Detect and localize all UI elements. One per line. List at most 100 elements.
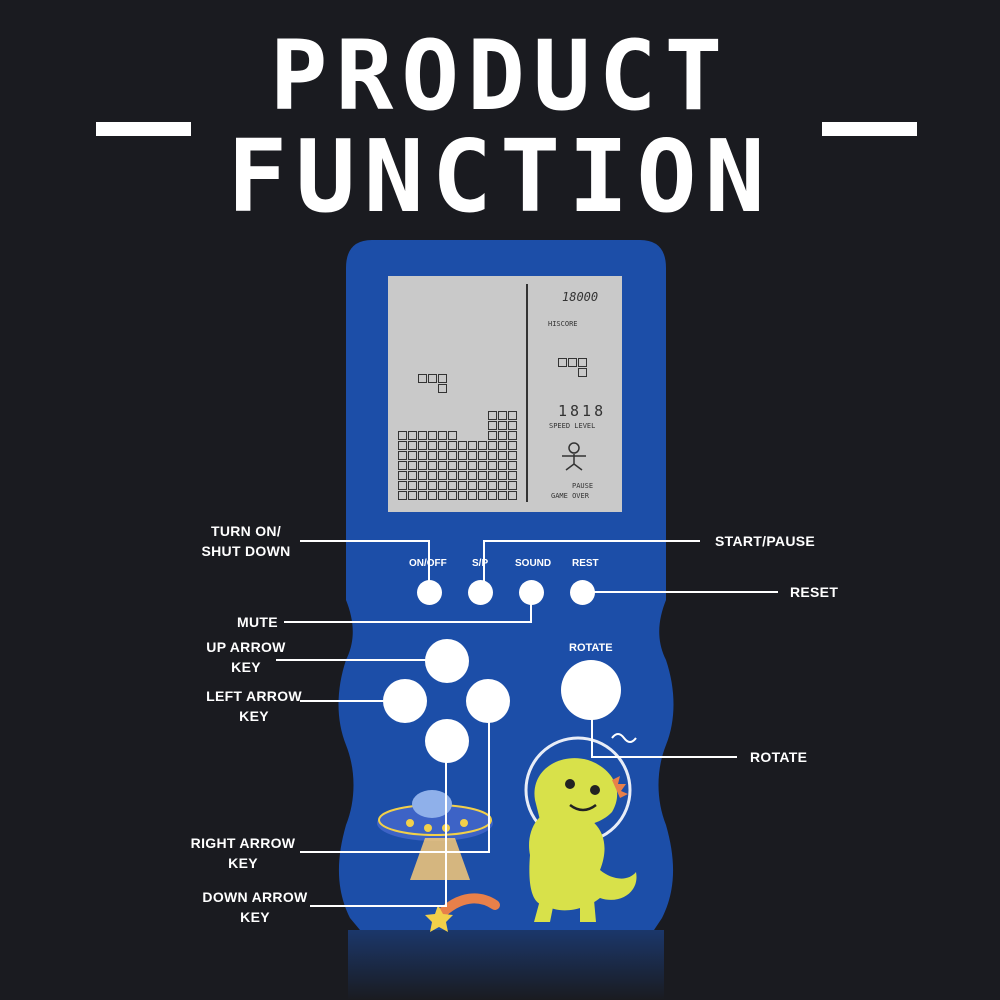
lcd-block <box>448 471 457 480</box>
lcd-block <box>398 461 407 470</box>
antenna-doodle <box>611 733 637 743</box>
lcd-block <box>418 481 427 490</box>
lcd-block <box>478 441 487 450</box>
lcd-block <box>408 451 417 460</box>
lcd-block <box>438 491 447 500</box>
lcd-block <box>488 451 497 460</box>
on-off-caption: ON/OFF <box>409 558 447 569</box>
leader-down-rise <box>445 757 447 907</box>
down-arrow-button[interactable] <box>425 719 469 763</box>
title-function: FUNCTION <box>227 118 773 235</box>
leader-down <box>310 905 447 907</box>
lcd-block <box>458 441 467 450</box>
leader-on-off <box>300 540 430 542</box>
callout-turn-on-shut-down: TURN ON/ SHUT DOWN <box>201 523 291 559</box>
ufo-illustration <box>377 790 493 880</box>
lcd-block <box>498 411 507 420</box>
lcd-block <box>508 471 517 480</box>
leader-left <box>300 700 386 702</box>
lcd-block <box>498 491 507 500</box>
lcd-block <box>508 491 517 500</box>
game-over-label: GAME OVER <box>551 492 589 500</box>
lcd-block <box>498 451 507 460</box>
lcd-block <box>568 358 577 367</box>
lcd-block <box>508 431 517 440</box>
lcd-block <box>478 471 487 480</box>
lcd-block <box>438 441 447 450</box>
lcd-block <box>428 441 437 450</box>
lcd-block <box>488 461 497 470</box>
lcd-block <box>458 461 467 470</box>
device-reflection <box>348 930 664 1000</box>
lcd-block <box>488 481 497 490</box>
lcd-block <box>488 441 497 450</box>
sp-caption: S/P <box>472 558 489 569</box>
lcd-block <box>448 431 457 440</box>
lcd-block <box>438 451 447 460</box>
lcd-block <box>418 431 427 440</box>
lcd-block <box>468 481 477 490</box>
lcd-block <box>438 374 447 383</box>
lcd-block <box>508 421 517 430</box>
lcd-block <box>438 461 447 470</box>
lcd-block <box>478 461 487 470</box>
lcd-block <box>408 431 417 440</box>
leader-right <box>300 851 490 853</box>
lcd-block <box>408 491 417 500</box>
lcd-block <box>458 451 467 460</box>
lcd-block <box>398 441 407 450</box>
callout-left-arrow-key: LEFT ARROW KEY <box>206 688 302 724</box>
lcd-block <box>428 471 437 480</box>
leader-rotate <box>591 756 737 758</box>
rotate-caption: ROTATE <box>569 642 613 654</box>
lcd-block <box>418 461 427 470</box>
lcd-block <box>458 471 467 480</box>
title-dash-right <box>822 122 917 136</box>
lcd-block <box>418 491 427 500</box>
sp-button[interactable] <box>468 580 493 605</box>
title-product: PRODUCT <box>269 20 731 132</box>
level-readout: 1818 <box>558 402 607 420</box>
lcd-block <box>478 491 487 500</box>
leader-start-pause <box>484 540 700 542</box>
lcd-block <box>478 481 487 490</box>
leader-rotate-drop <box>591 718 593 758</box>
lcd-block <box>508 411 517 420</box>
lcd-block <box>398 431 407 440</box>
leader-up <box>276 659 428 661</box>
lcd-block <box>508 461 517 470</box>
sound-caption: SOUND <box>515 558 552 569</box>
lcd-block <box>468 491 477 500</box>
lcd-block <box>488 421 497 430</box>
lcd-block <box>398 491 407 500</box>
lcd-block <box>428 491 437 500</box>
rest-caption: REST <box>572 558 599 569</box>
title-dash-left <box>96 122 191 136</box>
up-arrow-button[interactable] <box>425 639 469 683</box>
lcd-block <box>578 368 587 377</box>
callout-up-arrow-key: UP ARROW KEY <box>206 639 286 675</box>
rotate-button[interactable] <box>561 660 621 720</box>
screen-divider <box>526 284 528 502</box>
lcd-block <box>428 461 437 470</box>
lcd-block <box>508 451 517 460</box>
lcd-block <box>488 471 497 480</box>
lcd-block <box>458 491 467 500</box>
lcd-block <box>498 461 507 470</box>
callout-reset: RESET <box>790 584 839 600</box>
lcd-block <box>428 431 437 440</box>
lcd-block <box>498 421 507 430</box>
lcd-block <box>408 481 417 490</box>
lcd-block <box>418 441 427 450</box>
hiscore-label: HISCORE <box>548 320 578 328</box>
leader-on-off-drop <box>428 540 430 590</box>
lcd-block <box>438 384 447 393</box>
leader-mute <box>284 621 532 623</box>
lcd-block <box>488 411 497 420</box>
lcd-block <box>438 471 447 480</box>
left-arrow-button[interactable] <box>383 679 427 723</box>
lcd-block <box>448 441 457 450</box>
lcd-block <box>398 471 407 480</box>
lcd-block <box>498 471 507 480</box>
dinosaur-astronaut-illustration <box>524 736 637 922</box>
